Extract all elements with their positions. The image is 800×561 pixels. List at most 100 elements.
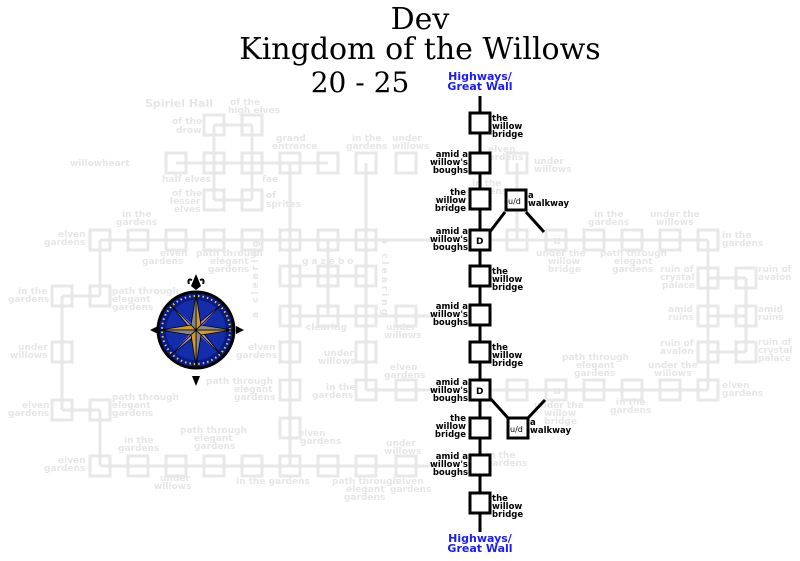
- svg-text:in the: in the: [326, 383, 355, 393]
- room-r2[interactable]: [468, 151, 492, 175]
- svg-text:in the: in the: [122, 210, 151, 220]
- svg-text:under the: under the: [650, 210, 700, 220]
- svg-text:elegant: elegant: [614, 257, 653, 267]
- room-r4[interactable]: D: [468, 228, 492, 252]
- svg-text:gardens: gardens: [236, 351, 277, 361]
- svg-text:elven: elven: [58, 456, 86, 466]
- walkway-w2[interactable]: u/d: [506, 416, 530, 440]
- svg-text:willow: willow: [492, 122, 522, 132]
- svg-text:gardens: gardens: [112, 409, 153, 419]
- svg-text:elven: elven: [58, 230, 86, 240]
- svg-text:gardens: gardens: [722, 389, 763, 399]
- svg-text:gardens: gardens: [8, 409, 49, 419]
- svg-text:willows: willows: [384, 331, 421, 341]
- svg-text:willow's: willow's: [430, 158, 468, 168]
- exit-top-line1: Highways/: [448, 70, 512, 83]
- svg-text:gardens: gardens: [312, 391, 353, 401]
- svg-text:the: the: [492, 114, 508, 124]
- svg-text:of: of: [266, 191, 276, 201]
- svg-text:clearing: clearing: [306, 323, 347, 333]
- svg-text:amid a: amid a: [436, 452, 469, 462]
- walkway-w1-label: a walkway: [528, 191, 569, 209]
- svg-text:willow: willow: [436, 196, 466, 206]
- svg-text:elven: elven: [488, 145, 516, 155]
- svg-text:amid: amid: [668, 305, 693, 315]
- svg-text:under: under: [386, 323, 416, 333]
- svg-text:gardens: gardens: [44, 464, 85, 474]
- room-r7-label: the willow bridge: [492, 343, 523, 369]
- svg-text:of the: of the: [230, 98, 260, 108]
- exit-bottom-line2: Great Wall: [447, 542, 513, 555]
- faded-background-map: Spiriel Hall of the high elves of the dr…: [8, 97, 792, 503]
- room-r6[interactable]: [468, 303, 492, 327]
- svg-text:in the: in the: [486, 451, 515, 461]
- svg-text:elves: elves: [174, 205, 201, 215]
- svg-text:willows: willows: [654, 369, 691, 379]
- svg-text:willows: willows: [534, 165, 571, 175]
- svg-text:boughs: boughs: [433, 394, 468, 404]
- svg-text:crystal: crystal: [758, 346, 792, 356]
- room-r8[interactable]: D: [468, 378, 492, 402]
- svg-text:amid a: amid a: [436, 227, 469, 237]
- svg-text:gardens: gardens: [8, 295, 49, 305]
- compass-rose-icon: [150, 274, 244, 386]
- svg-text:willows: willows: [154, 482, 191, 492]
- svg-text:bridge: bridge: [435, 204, 466, 214]
- svg-text:under: under: [18, 343, 48, 353]
- svg-text:path through: path through: [196, 249, 263, 259]
- svg-text:elegant: elegant: [112, 295, 151, 305]
- exit-bottom-highways[interactable]: Highways/ Great Wall: [440, 532, 520, 555]
- room-r5[interactable]: [468, 264, 492, 288]
- svg-text:palace: palace: [758, 354, 791, 364]
- svg-text:walkway: walkway: [528, 199, 569, 209]
- svg-text:bridge: bridge: [544, 417, 577, 427]
- svg-text:willow: willow: [492, 502, 522, 512]
- svg-text:bridge: bridge: [492, 359, 523, 369]
- room-r1[interactable]: [468, 111, 492, 135]
- svg-text:boughs: boughs: [433, 166, 468, 176]
- svg-text:palace: palace: [662, 281, 695, 291]
- svg-text:willow's: willow's: [430, 310, 468, 320]
- walkway-w2-marker: u/d: [510, 425, 523, 434]
- svg-text:ruins: ruins: [668, 313, 694, 323]
- exit-top-line2: Great Wall: [447, 80, 513, 93]
- room-r7[interactable]: [468, 340, 492, 364]
- svg-text:under: under: [160, 474, 190, 484]
- svg-text:u: u: [553, 234, 561, 247]
- svg-text:ruin of: ruin of: [660, 339, 694, 349]
- map-title-name: Dev: [390, 2, 450, 37]
- exit-bottom-line1: Highways/: [448, 532, 512, 545]
- svg-text:willow: willow: [544, 409, 576, 419]
- svg-text:willow: willow: [548, 257, 580, 267]
- svg-text:of the: of the: [172, 117, 202, 127]
- svg-text:walkway: walkway: [530, 426, 571, 436]
- room-r10[interactable]: [468, 453, 492, 477]
- svg-text:ruin of: ruin of: [758, 338, 792, 348]
- svg-text:grand: grand: [276, 134, 306, 144]
- map-title-levels: 20 - 25: [310, 66, 410, 99]
- svg-text:gardens: gardens: [118, 444, 159, 454]
- svg-text:gardens: gardens: [574, 369, 615, 379]
- room-r4-label: amid a willow's boughs: [430, 227, 468, 253]
- map-title-area: Kingdom of the Willows: [239, 32, 601, 67]
- svg-text:under: under: [392, 134, 422, 144]
- svg-text:gardens: gardens: [344, 493, 385, 503]
- room-r9[interactable]: [468, 416, 492, 440]
- room-r3[interactable]: [468, 187, 492, 211]
- svg-text:in the: in the: [18, 287, 47, 297]
- svg-text:bridge: bridge: [435, 430, 466, 440]
- walkway-w1[interactable]: u/d: [504, 188, 528, 212]
- room-r4-marker: D: [476, 237, 483, 247]
- svg-text:willow: willow: [492, 351, 522, 361]
- svg-text:bridge: bridge: [492, 510, 523, 520]
- room-r5-label: the willow bridge: [492, 267, 523, 293]
- svg-text:entrance: entrance: [272, 142, 317, 152]
- svg-text:elegant: elegant: [112, 401, 151, 411]
- svg-text:Spiriel Hall: Spiriel Hall: [145, 97, 213, 110]
- svg-text:the: the: [450, 188, 466, 198]
- svg-text:path through: path through: [600, 249, 667, 259]
- room-r11[interactable]: [468, 491, 492, 515]
- svg-text:bridge: bridge: [548, 265, 581, 275]
- exit-top-highways[interactable]: Highways/ Great Wall: [440, 70, 520, 93]
- room-r8-marker: D: [476, 387, 483, 397]
